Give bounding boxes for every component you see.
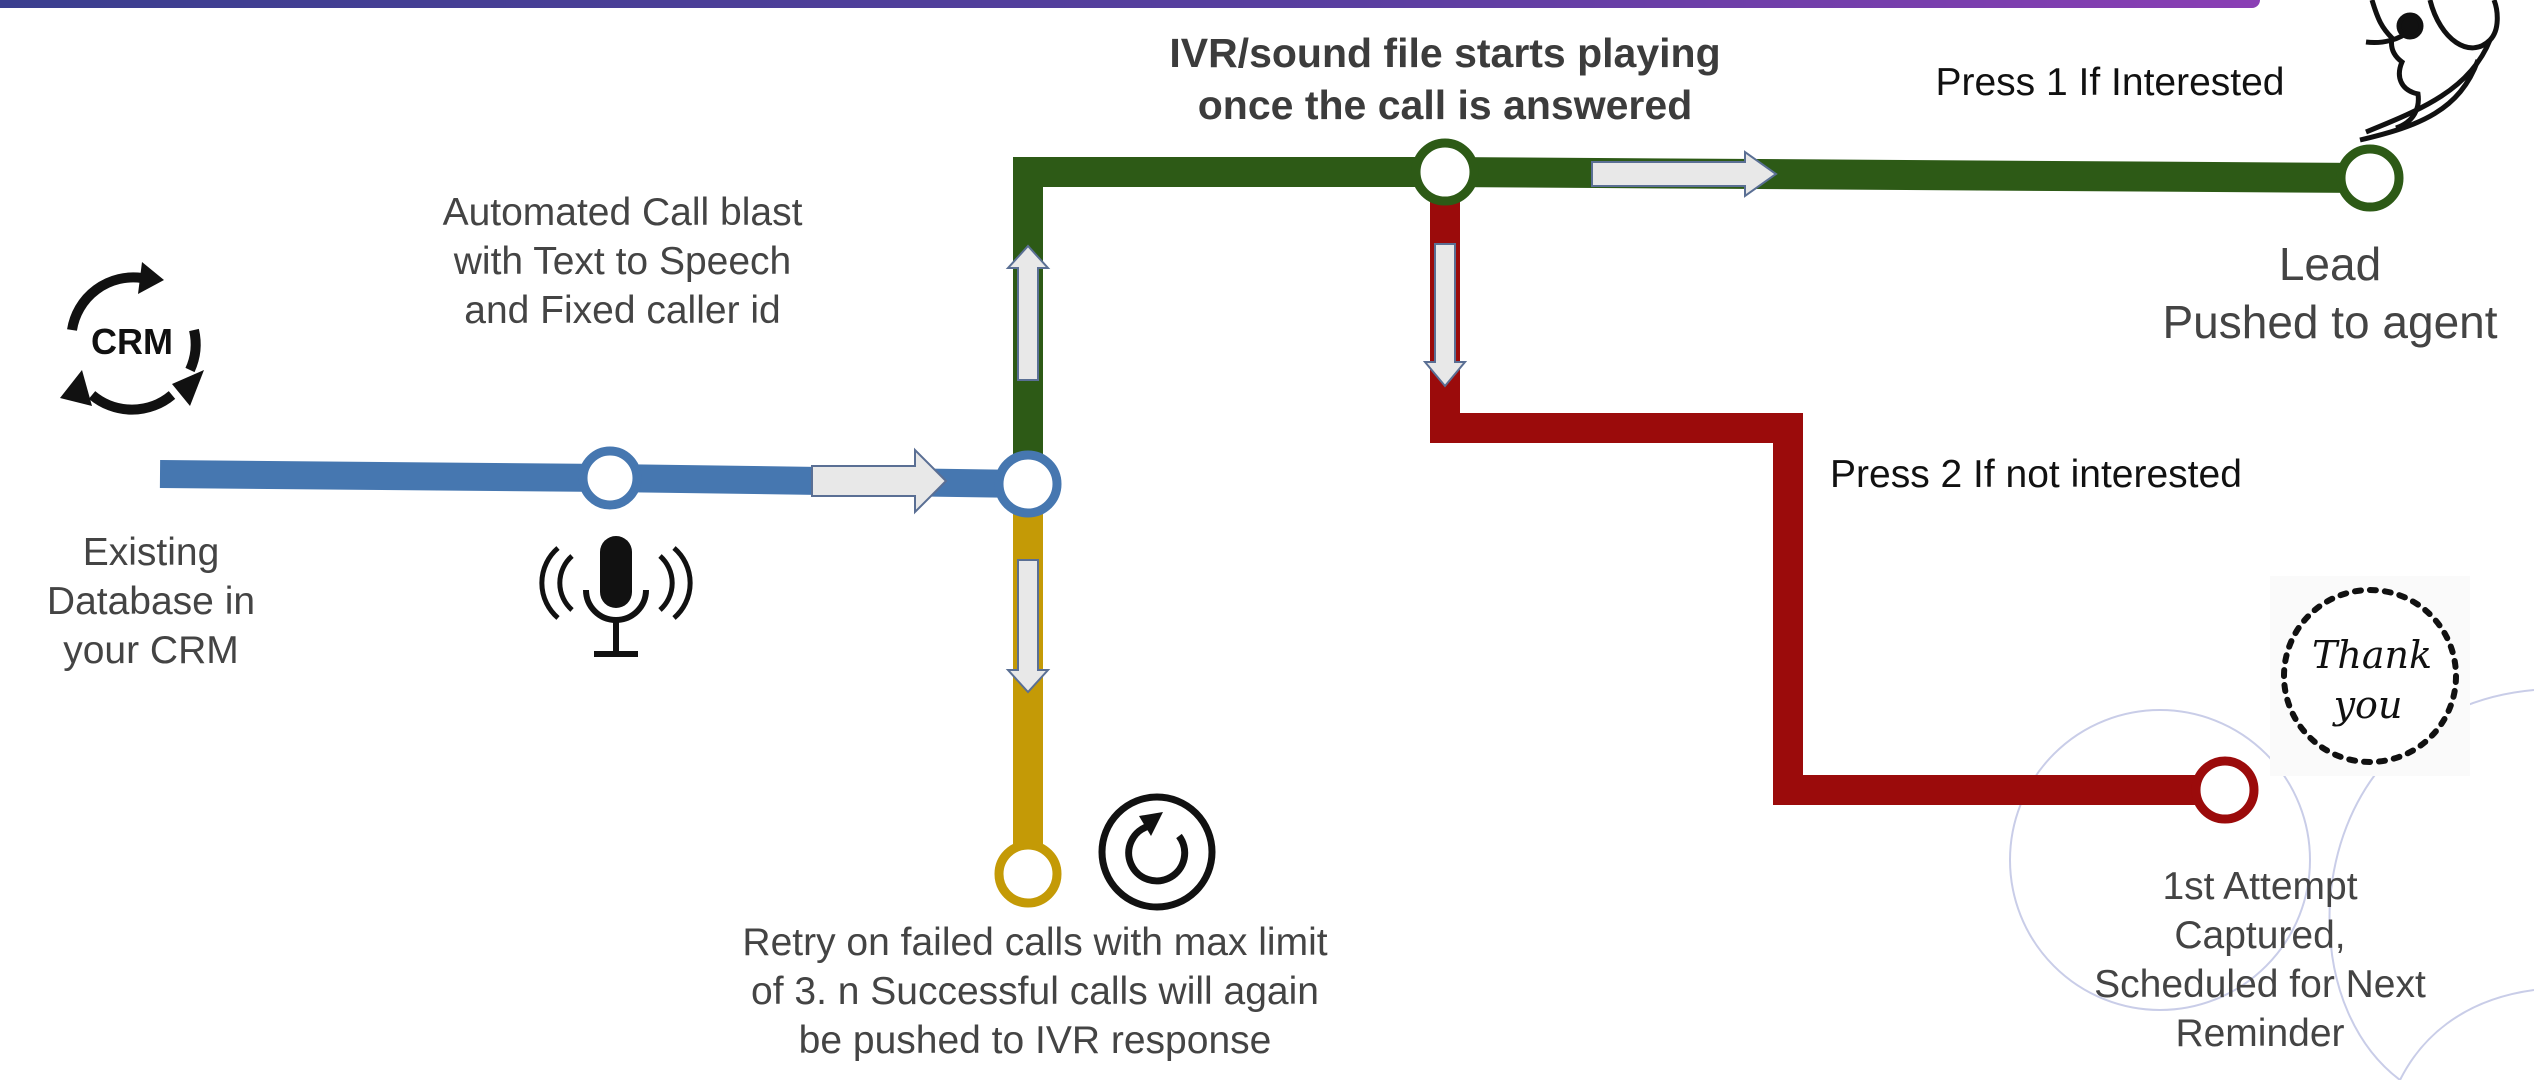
label-press-2: Press 2 If not interested <box>1830 453 2242 496</box>
microphone-icon <box>539 536 693 657</box>
thank-you-line2: you <box>2332 683 2403 727</box>
node-blast <box>578 446 642 510</box>
crm-cycle-icon: CRM <box>60 262 204 415</box>
retry-icon <box>1098 793 1216 911</box>
label-first-attempt: 1st Attempt Captured, Scheduled for Next… <box>2094 865 2426 1056</box>
node-retry <box>994 840 1062 908</box>
crm-icon-text: CRM <box>91 321 173 362</box>
thank-you-badge-icon: Thank you <box>2270 576 2470 776</box>
label-lead-pushed: Lead Pushed to agent <box>2162 238 2498 348</box>
flow-nodes <box>578 138 2404 908</box>
arrow-down-red <box>1422 243 1468 388</box>
arrow-down-gold <box>1005 559 1051 694</box>
thank-you-line1: Thank <box>2312 633 2432 677</box>
label-press-1: Press 1 If Interested <box>1935 61 2285 104</box>
label-existing-database: Existing Database in your CRM <box>46 531 256 673</box>
arrow-up-green <box>1005 244 1051 381</box>
top-banner-bar <box>0 0 2260 8</box>
flow-arrows <box>811 150 1778 694</box>
label-retry: Retry on failed calls with max limit of … <box>742 921 1328 1063</box>
node-attempt <box>2191 756 2259 824</box>
label-ivr-playing: IVR/sound file starts playing once the c… <box>1169 30 1721 128</box>
node-lead <box>2336 144 2404 212</box>
arrow-right-green <box>1591 150 1778 198</box>
label-call-blast: Automated Call blast with Text to Speech… <box>442 191 803 333</box>
agent-headset-icon <box>2359 0 2500 143</box>
arrow-right-blue <box>811 447 948 515</box>
node-junction <box>994 450 1062 518</box>
node-ivr <box>1411 138 1479 206</box>
